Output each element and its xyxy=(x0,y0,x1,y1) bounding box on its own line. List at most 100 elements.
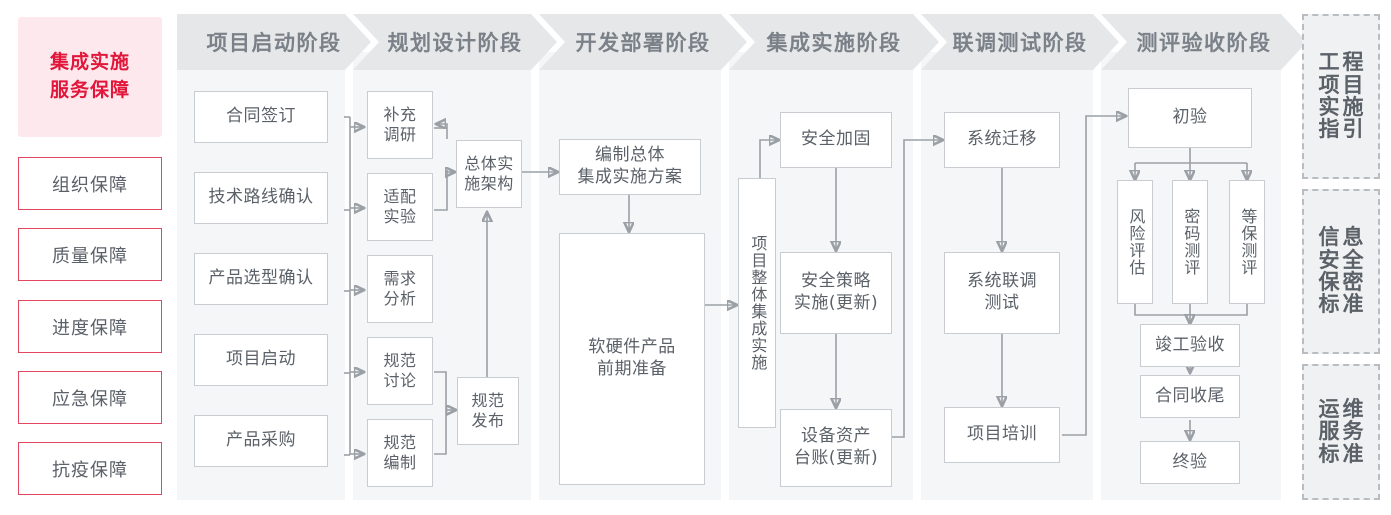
phase-header-kickoff[interactable]: 项目启动阶段 xyxy=(177,14,371,70)
node-spec-release[interactable]: 规范 发布 xyxy=(457,377,519,445)
node-security-policy-implementation[interactable]: 安全策略 实施(更新) xyxy=(780,252,892,334)
guarantee-item-schedule[interactable]: 进度保障 xyxy=(18,300,162,353)
node-label-line2: 实施(更新) xyxy=(793,293,879,313)
phase-header-label: 集成实施阶段 xyxy=(766,31,902,55)
node-cryptography-evaluation[interactable]: 密码测评 xyxy=(1172,180,1208,304)
std-char: 服 xyxy=(1318,419,1340,444)
node-label: 风险评估 xyxy=(1126,208,1146,276)
lead-title-line1: 集成实施 xyxy=(49,51,130,74)
node-project-kickoff[interactable]: 项目启动 xyxy=(194,334,328,386)
node-equipment-asset-ledger[interactable]: 设备资产 台账(更新) xyxy=(780,409,892,487)
lead-title-line2: 服务保障 xyxy=(49,79,130,101)
node-label: 安全加固 xyxy=(801,129,871,150)
node-system-joint-debug-test[interactable]: 系统联调 测试 xyxy=(944,252,1060,334)
standard-panel-operations[interactable]: 运 维 服 务 标 准 xyxy=(1302,364,1380,500)
node-contract-closeout[interactable]: 合同收尾 xyxy=(1140,375,1240,418)
guarantee-item-label: 抗疫保障 xyxy=(52,459,128,481)
node-label-line1: 软硬件产品 xyxy=(588,337,676,358)
phase-header-testing[interactable]: 联调测试阶段 xyxy=(921,14,1119,70)
node-tech-route-confirm[interactable]: 技术路线确认 xyxy=(194,172,328,224)
node-supplementary-survey[interactable]: 补充 调研 xyxy=(367,91,433,159)
node-risk-assessment[interactable]: 风险评估 xyxy=(1117,180,1153,304)
guarantee-item-quality[interactable]: 质量保障 xyxy=(18,228,162,281)
std-char: 安 xyxy=(1318,247,1340,272)
std-char: 指 xyxy=(1318,117,1340,142)
std-char: 全 xyxy=(1342,247,1364,272)
node-final-acceptance[interactable]: 终验 xyxy=(1140,441,1240,484)
node-spec-discussion[interactable]: 规范 讨论 xyxy=(367,337,433,405)
guarantee-item-epidemic[interactable]: 抗疫保障 xyxy=(18,442,162,495)
node-label-line2: 测试 xyxy=(984,293,1020,313)
phase-header-label: 开发部署阶段 xyxy=(575,31,711,55)
node-label-line2: 发布 xyxy=(471,411,505,430)
node-label-line1: 设备资产 xyxy=(800,426,871,447)
std-char: 维 xyxy=(1342,396,1364,421)
node-label: 项目启动 xyxy=(226,349,296,370)
phase-header-acceptance[interactable]: 测评验收阶段 xyxy=(1101,14,1307,70)
std-char: 息 xyxy=(1342,225,1364,250)
phase-header-deploy[interactable]: 开发部署阶段 xyxy=(539,14,747,70)
std-char: 实 xyxy=(1318,95,1340,119)
node-label-line1: 适配 xyxy=(383,186,417,206)
node-completion-acceptance[interactable]: 竣工验收 xyxy=(1140,324,1240,367)
node-security-hardening[interactable]: 安全加固 xyxy=(780,112,892,168)
node-contract-signing[interactable]: 合同签订 xyxy=(194,91,328,143)
node-label-line2: 编制 xyxy=(383,453,417,472)
standard-panel-engineering[interactable]: 工 程 项 目 实 施 指 引 xyxy=(1302,14,1380,179)
phase-header-planning[interactable]: 规划设计阶段 xyxy=(353,14,557,70)
node-mlps-evaluation[interactable]: 等保测评 xyxy=(1229,180,1265,304)
node-label-line1: 总体实 xyxy=(464,153,514,173)
node-overall-integration-plan[interactable]: 编制总体 集成实施方案 xyxy=(559,139,701,195)
node-project-training[interactable]: 项目培训 xyxy=(944,407,1060,463)
node-label: 终验 xyxy=(1172,451,1208,472)
node-system-migration[interactable]: 系统迁移 xyxy=(944,112,1060,168)
lead-title-card: 集成实施 服务保障 xyxy=(18,17,162,137)
std-char: 务 xyxy=(1342,419,1364,444)
node-overall-project-integration[interactable]: 项目整体集成实施 xyxy=(738,178,776,428)
node-overall-implementation-architecture[interactable]: 总体实 施架构 xyxy=(456,140,522,208)
std-char: 运 xyxy=(1318,396,1340,421)
node-spec-drafting[interactable]: 规范 编制 xyxy=(367,419,433,487)
std-char: 引 xyxy=(1342,117,1364,142)
node-label-line1: 编制总体 xyxy=(595,145,665,166)
phase-header-label: 规划设计阶段 xyxy=(387,31,523,55)
node-requirement-analysis[interactable]: 需求 分析 xyxy=(367,255,433,323)
std-char: 工 xyxy=(1318,50,1340,75)
std-char: 准 xyxy=(1342,441,1364,466)
node-product-selection-confirm[interactable]: 产品选型确认 xyxy=(194,253,328,305)
std-char: 准 xyxy=(1342,292,1364,317)
guarantee-item-label: 质量保障 xyxy=(52,245,128,267)
standard-panel-security[interactable]: 信 息 安 全 保 密 标 准 xyxy=(1302,189,1380,354)
node-hardware-software-preparation[interactable]: 软硬件产品 前期准备 xyxy=(559,233,705,485)
node-label-line2: 施架构 xyxy=(464,174,514,193)
guarantee-item-label: 组织保障 xyxy=(52,174,128,196)
node-label-line1: 安全策略 xyxy=(800,271,871,292)
phase-header-label: 联调测试阶段 xyxy=(952,31,1088,55)
node-label: 等保测评 xyxy=(1238,208,1258,276)
node-adaptation-experiment[interactable]: 适配 实验 xyxy=(367,173,433,241)
node-label: 项目整体集成实施 xyxy=(748,235,768,371)
std-char: 密 xyxy=(1342,270,1364,294)
node-label: 密码测评 xyxy=(1181,208,1201,276)
node-initial-acceptance[interactable]: 初验 xyxy=(1128,88,1252,148)
node-label: 技术路线确认 xyxy=(208,187,314,208)
node-label: 合同收尾 xyxy=(1155,385,1225,406)
standard-panel-text: 信 息 安 全 保 密 标 准 xyxy=(1318,225,1364,317)
node-label-line2: 前期准备 xyxy=(597,359,667,379)
node-label-line1: 需求 xyxy=(383,268,417,288)
node-label-line2: 台账(更新) xyxy=(793,448,879,468)
std-char: 施 xyxy=(1342,95,1364,119)
node-label-line1: 规范 xyxy=(383,350,417,370)
node-label-line2: 实验 xyxy=(383,207,417,226)
guarantee-item-emergency[interactable]: 应急保障 xyxy=(18,371,162,424)
node-label: 产品选型确认 xyxy=(208,268,314,289)
node-label-line2: 调研 xyxy=(383,125,417,144)
node-label: 系统迁移 xyxy=(967,129,1037,150)
std-char: 标 xyxy=(1318,441,1340,466)
guarantee-item-label: 应急保障 xyxy=(52,388,128,410)
phase-header-integration[interactable]: 集成实施阶段 xyxy=(729,14,939,70)
node-product-purchase[interactable]: 产品采购 xyxy=(194,415,328,467)
node-label: 产品采购 xyxy=(226,430,296,451)
guarantee-item-organization[interactable]: 组织保障 xyxy=(18,157,162,210)
